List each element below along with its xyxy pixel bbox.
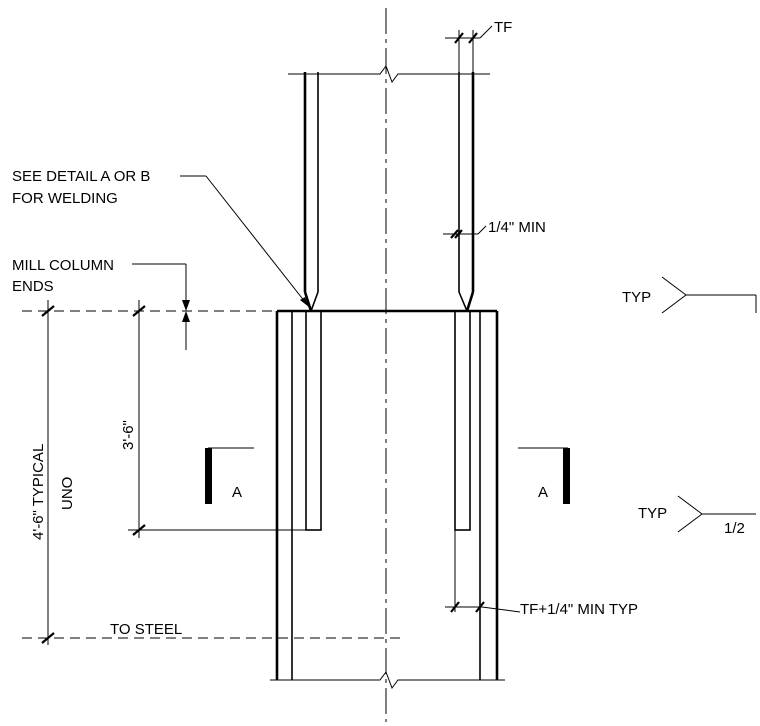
tf-plus-label: TF+1/4" MIN TYP [520,601,638,618]
dim-4-6-label-line1: 4'-6" TYPICAL [30,444,47,540]
typ-lower-label: TYP [638,505,667,522]
see-detail-label-line1: SEE DETAIL A OR B [12,168,150,185]
quarter-min-label: 1/4" MIN [488,219,546,236]
mill-column-label-line2: ENDS [12,278,54,295]
bottom-break-line [270,670,505,690]
filler-plates [305,310,471,531]
section-right-label: A [538,484,548,501]
typ-upper-label: TYP [622,289,651,306]
mill-column-label-line1: MILL COLUMN [12,257,114,274]
dim-3-6-label: 3'-6" [120,420,137,450]
quarter-min-dimension [443,225,487,239]
tf-plus-dimension [445,530,521,613]
to-steel-label: TO STEEL [110,621,182,638]
dim-3-6 [128,300,306,538]
dim-4-6-label-line2: UNO [59,477,76,510]
tf-dimension [445,25,493,72]
weld-symbol-lower [677,495,756,533]
see-detail-label-line2: FOR WELDING [12,190,118,207]
tf-label: TF [494,19,512,36]
top-break-line [288,64,490,84]
see-detail-leader [180,175,310,308]
weld-symbol-upper [661,276,757,314]
mill-column-leader [132,263,190,350]
lower-column [275,309,499,680]
upper-column [303,72,475,312]
section-marker-left [205,447,254,504]
section-marker-right [518,447,570,504]
section-left-label: A [232,484,242,501]
weld-size-label: 1/2 [724,520,745,537]
